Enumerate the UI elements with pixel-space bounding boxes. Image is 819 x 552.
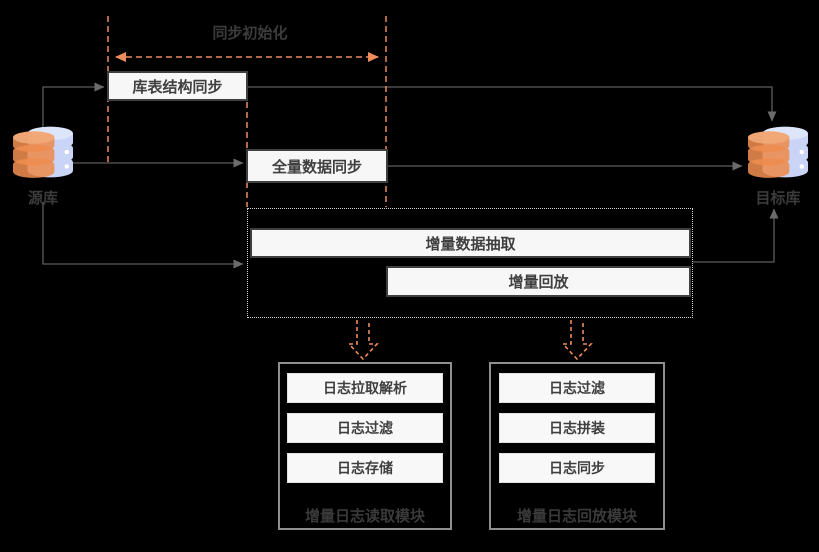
step-incremental-replay-box: 增量回放 — [386, 266, 691, 297]
step-full-sync-box: 全量数据同步 — [246, 149, 388, 183]
connector-source-to-incremental — [42, 202, 244, 269]
target-db-icon — [748, 126, 808, 178]
reader-step-store: 日志存储 — [287, 453, 443, 483]
log-replayer-module: 日志过滤 日志拼装 日志同步 增量日志回放模块 — [489, 362, 665, 530]
incremental-group-frame — [247, 208, 693, 318]
log-reader-module: 日志拉取解析 日志过滤 日志存储 增量日志读取模块 — [278, 362, 452, 530]
reader-step-filter: 日志过滤 — [287, 413, 443, 443]
replayer-step-sync: 日志同步 — [499, 453, 655, 483]
reader-module-title: 增量日志读取模块 — [304, 507, 425, 525]
step-schema-sync-box: 库表结构同步 — [107, 71, 248, 101]
source-db-label: 源库 — [27, 189, 58, 207]
connector-schema-to-target — [248, 86, 777, 122]
block-arrow-to-reader — [347, 320, 379, 361]
connector-incremental-to-target — [693, 208, 779, 263]
source-db-node: 源库 — [9, 124, 77, 208]
reader-step-pull-parse: 日志拉取解析 — [287, 373, 443, 403]
target-db-node: 目标库 — [744, 124, 812, 208]
step-incremental-extract-box: 增量数据抽取 — [250, 228, 691, 258]
replayer-module-title: 增量日志回放模块 — [516, 507, 637, 525]
source-db-icon — [13, 126, 73, 178]
replayer-step-assemble: 日志拼装 — [499, 413, 655, 443]
init-phase-label: 同步初始化 — [212, 24, 288, 42]
block-arrow-to-replayer — [561, 320, 593, 361]
connector-source-to-schema — [42, 82, 105, 127]
target-db-label: 目标库 — [755, 189, 801, 207]
replayer-step-filter: 日志过滤 — [499, 373, 655, 403]
